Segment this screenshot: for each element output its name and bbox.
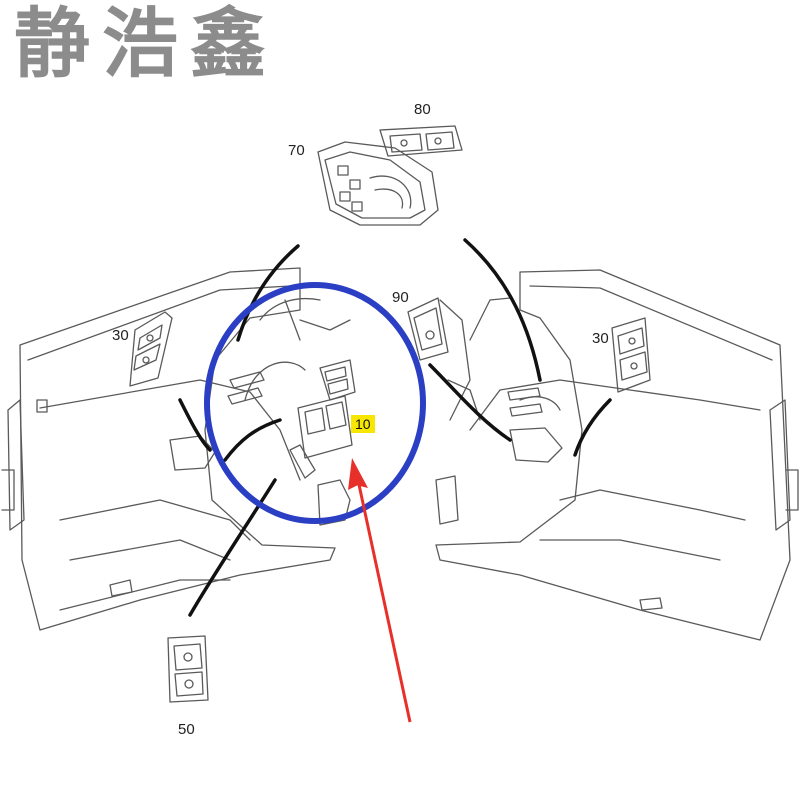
seat-control-70 (317, 141, 439, 226)
red-arrow (348, 458, 412, 723)
callout-70: 70 (288, 142, 305, 159)
callout-90: 90 (392, 289, 409, 306)
seat-switch-90 (407, 297, 449, 361)
seat-switch-50 (167, 635, 209, 703)
watermark-text: 静浩鑫 (14, 0, 278, 88)
leader-70-right (463, 238, 542, 382)
leader-30-right (573, 398, 612, 457)
callout-30-left: 30 (112, 327, 129, 344)
window-switch-10 (289, 359, 356, 479)
leader-90 (428, 363, 512, 442)
leader-70-left (236, 244, 300, 342)
leader-lines (178, 238, 612, 617)
leader-50 (188, 478, 277, 617)
callout-30-right: 30 (592, 330, 609, 347)
right-door (435, 269, 799, 641)
leader-10 (223, 418, 282, 462)
callout-50: 50 (178, 721, 195, 738)
callout-80: 80 (414, 101, 431, 118)
left-door (1, 267, 351, 631)
right-seat-switch-30 (611, 317, 651, 393)
left-seat-switch-30 (129, 311, 173, 387)
highlight-circle (204, 282, 426, 524)
callout-10: 10 (351, 415, 375, 433)
leader-30-left (178, 398, 212, 452)
memory-switch-80 (379, 125, 463, 157)
